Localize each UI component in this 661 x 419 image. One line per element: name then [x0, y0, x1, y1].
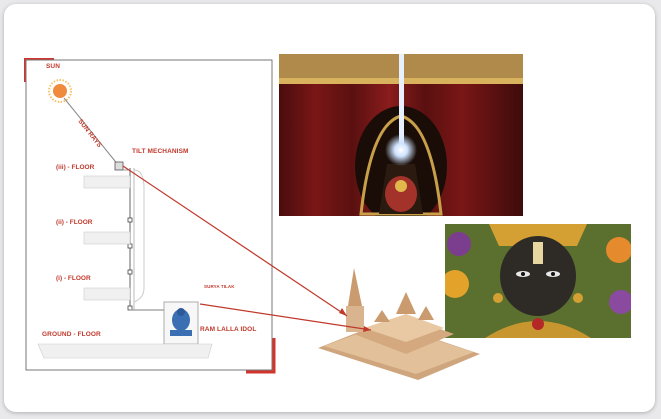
sun-ray-on-idol-photo: [279, 54, 523, 216]
label-sun: SUN: [46, 63, 61, 70]
connector-lines: [122, 165, 372, 332]
figure-card: SUN SUN RAYS TILT MECHANISM (iii) - FLOO…: [4, 4, 655, 412]
label-floor-1: (i) - FLOOR: [56, 275, 91, 282]
label-floor-2: (ii) - FLOOR: [56, 219, 93, 226]
temple-3d-model: [314, 262, 484, 382]
surya-tilak-schematic: SUN SUN RAYS TILT MECHANISM (iii) - FLOO…: [24, 58, 276, 374]
label-floor-3: (iii) - FLOOR: [56, 164, 95, 171]
label-tilt-mechanism: TILT MECHANISM: [132, 148, 189, 155]
label-ground-floor: GROUND - FLOOR: [42, 331, 101, 338]
schematic-drawing: [24, 58, 276, 374]
ram-lalla-idol-closeup-photo: [445, 224, 631, 338]
idol-statue-icon: [170, 308, 192, 336]
sun-icon: [48, 79, 72, 103]
label-surya-tilak: SURYA TILAK: [204, 284, 235, 289]
label-ram-lalla-idol: RAM LALLA IDOL: [200, 326, 257, 333]
